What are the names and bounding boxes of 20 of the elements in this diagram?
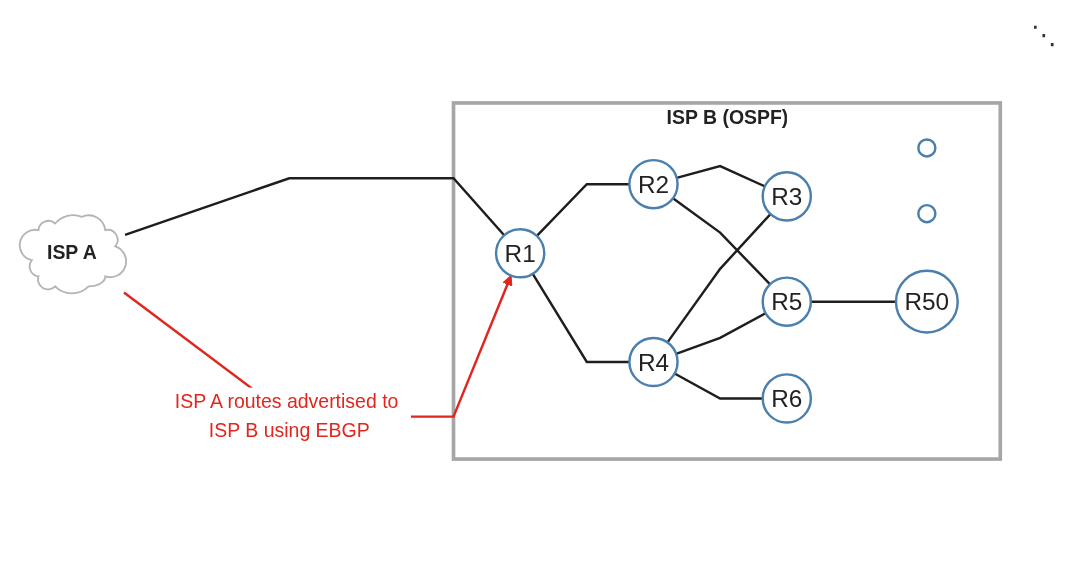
connector — [536, 182, 630, 237]
node-circle: R1 — [494, 227, 546, 279]
node-circle: R50 — [894, 269, 959, 334]
node-circle: R3 — [761, 171, 813, 222]
edge-label: ISP A routes advertised to ISP B using EBGP — [174, 391, 399, 441]
connector — [531, 273, 630, 364]
connector — [672, 197, 771, 286]
connector — [666, 213, 772, 344]
connector — [674, 372, 763, 400]
node-circle — [917, 138, 937, 158]
node-circle: R6 — [761, 373, 813, 424]
node-circle: R2 — [628, 158, 679, 210]
continuation-dots: ⋱ — [1031, 20, 1057, 51]
node-circle — [917, 203, 937, 224]
connector — [124, 177, 506, 237]
connector — [810, 300, 896, 303]
node-circle: R4 — [628, 336, 679, 388]
connector — [675, 312, 767, 355]
connector — [676, 164, 766, 188]
node-circle: R5 — [761, 276, 813, 327]
